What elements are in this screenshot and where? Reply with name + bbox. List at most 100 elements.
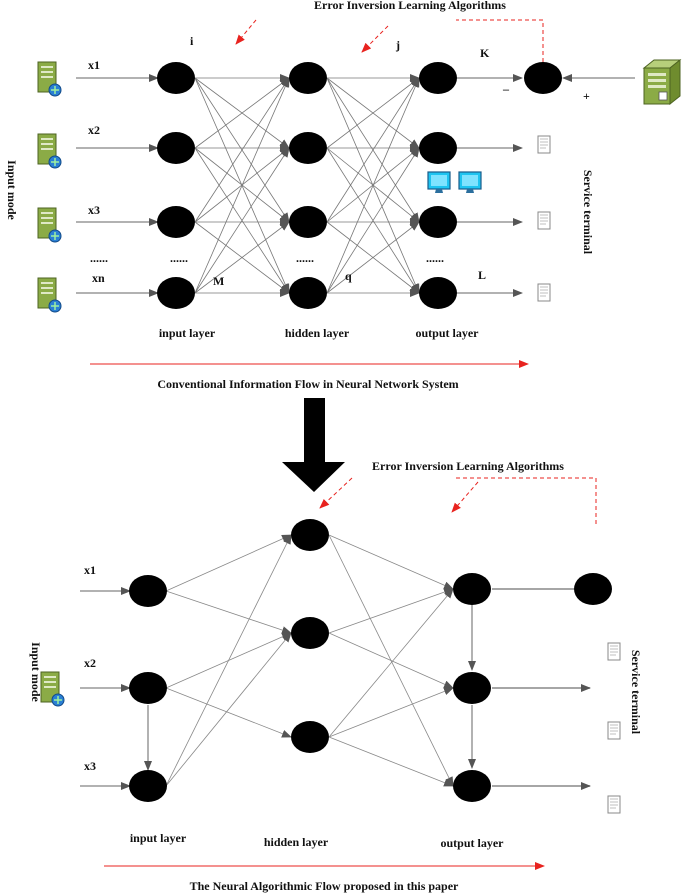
top-input-lines [76, 74, 159, 297]
top-input-node [157, 206, 195, 238]
document-icon [607, 795, 621, 814]
transition-arrow-icon [282, 398, 345, 492]
connection-edge [165, 632, 292, 787]
top-side-service-terminal: Service terminal [581, 170, 595, 255]
target-server-icon [643, 59, 681, 105]
bottom-side-service-terminal: Service terminal [629, 650, 643, 735]
connection-edge [328, 588, 454, 738]
bottom-input-node [129, 575, 167, 607]
server-icon [37, 61, 62, 97]
top-hidden-node [289, 132, 327, 164]
bottom-input-label-x1: x1 [84, 563, 96, 577]
connection-edge [165, 534, 292, 787]
input-label-xn: xn [92, 271, 105, 285]
monitor-icon [458, 171, 482, 194]
bottom-output-node [453, 573, 491, 605]
input-label-x3: x3 [88, 203, 100, 217]
bottom-feedback-path [319, 477, 597, 524]
connection-edge [165, 590, 292, 634]
top-input-node [157, 62, 195, 94]
connection-edge [328, 588, 454, 634]
connection-edge [328, 534, 454, 590]
connection-edge [326, 77, 420, 294]
connection-edge [326, 147, 420, 294]
bottom-nodes [129, 519, 612, 802]
top-input-node [157, 277, 195, 309]
connection-edge [194, 77, 290, 223]
top-side-input-mode: Input mode [5, 160, 19, 220]
connection-edge [326, 221, 420, 294]
document-icon [537, 135, 551, 154]
input-label-x1: x1 [88, 58, 100, 72]
top-layer-hidden: hidden layer [285, 326, 350, 340]
bottom-hidden-node [291, 617, 329, 649]
top-hidden-node [289, 62, 327, 94]
top-node-ellipsis: ...... [170, 251, 188, 265]
bottom-connections [165, 534, 454, 787]
top-output-node [419, 62, 457, 94]
bottom-input-node [129, 672, 167, 704]
node-label-k: K [480, 46, 490, 60]
bottom-feedback-title: Error Inversion Learning Algorithms [372, 459, 564, 473]
connection-edge [194, 77, 290, 294]
bottom-output-node [453, 770, 491, 802]
top-output-ellipsis: ...... [426, 251, 444, 265]
top-error-node [524, 62, 562, 94]
top-hidden-node [289, 206, 327, 238]
server-icon [37, 133, 62, 169]
bottom-caption: The Neural Algorithmic Flow proposed in … [190, 879, 459, 893]
top-connections [194, 74, 420, 297]
connection-edge [328, 632, 454, 689]
node-label-i: i [190, 34, 194, 48]
bottom-hidden-node [291, 721, 329, 753]
top-layer-input: input layer [159, 326, 216, 340]
top-layer-output: output layer [416, 326, 480, 340]
document-icon [607, 642, 621, 661]
bottom-layer-output: output layer [441, 836, 505, 850]
top-input-servers [37, 61, 62, 313]
bottom-input-node [129, 770, 167, 802]
bottom-layer-input: input layer [130, 831, 187, 845]
top-output-node [419, 132, 457, 164]
node-label-l: L [478, 268, 486, 282]
server-icon [40, 671, 65, 707]
connection-edge [326, 77, 420, 223]
connection-edge [326, 77, 420, 149]
top-output-node [419, 206, 457, 238]
server-icon [37, 277, 62, 313]
input-label-x2: x2 [88, 123, 100, 137]
plus-sign: + [583, 89, 590, 103]
connection-edge [194, 221, 290, 294]
connection-edge [194, 77, 290, 149]
bottom-error-node [574, 573, 612, 605]
connection-edge [328, 687, 454, 738]
bottom-input-label-x2: x2 [84, 656, 96, 670]
connection-edge [194, 147, 290, 294]
connection-edge [165, 687, 292, 738]
node-label-q: q [345, 269, 352, 283]
document-icon [537, 283, 551, 302]
connection-edge [328, 736, 454, 787]
bottom-input-label-x3: x3 [84, 759, 96, 773]
top-output-node [419, 277, 457, 309]
server-icon [37, 207, 62, 243]
top-feedback-path [235, 19, 544, 62]
top-hidden-node [289, 277, 327, 309]
bottom-side-input-mode: Input mode [29, 642, 43, 702]
bottom-hidden-node [291, 519, 329, 551]
top-input-ellipsis: ...... [90, 251, 108, 265]
connection-edge [165, 534, 292, 592]
bottom-layer-hidden: hidden layer [264, 835, 329, 849]
bottom-input-lines [80, 587, 476, 790]
top-nodes [157, 62, 562, 309]
node-label-j: j [395, 38, 400, 52]
top-feedback-title: Error Inversion Learning Algorithms [314, 0, 506, 12]
monitor-icon [427, 171, 451, 194]
document-icon [537, 211, 551, 230]
top-output-lines [456, 74, 635, 297]
bottom-output-lines [492, 588, 591, 790]
document-icon [607, 721, 621, 740]
top-caption: Conventional Information Flow in Neural … [157, 377, 458, 391]
top-input-node [157, 132, 195, 164]
